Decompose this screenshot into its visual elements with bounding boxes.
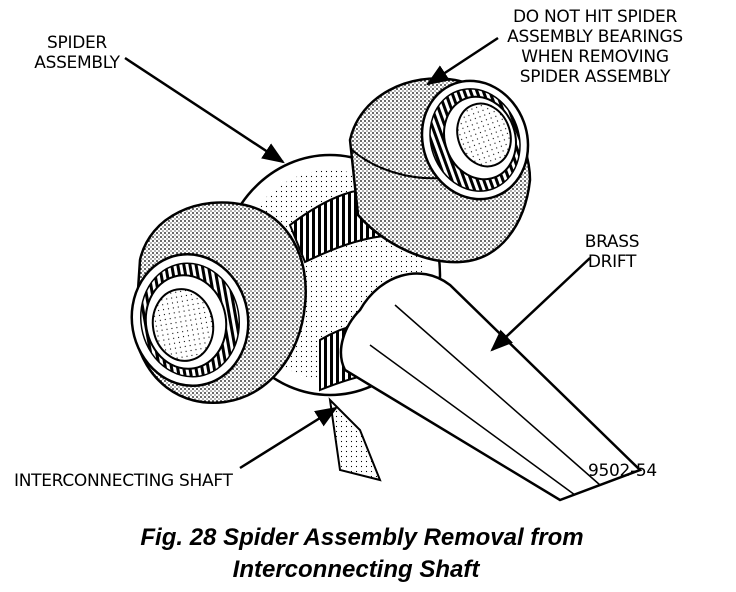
warning-leader [426, 36, 499, 86]
warning-label-line4: SPIDER ASSEMBLY [519, 67, 671, 87]
lower-bearing-cup [130, 201, 307, 405]
brass-drift-label-line2: DRIFT [587, 252, 637, 272]
warning-label-line1: DO NOT HIT SPIDER [513, 7, 677, 27]
figure-caption-line1: Fig. 28 Spider Assembly Removal from [140, 524, 584, 551]
spider-assembly-label-line2: ASSEMBLY [34, 53, 120, 73]
warning-label: DO NOT HIT SPIDER ASSEMBLY BEARINGS WHEN… [490, 7, 700, 87]
spider-assembly-label: SPIDER ASSEMBLY [22, 33, 132, 73]
part-number-label: 9502-54 [588, 461, 657, 481]
interconnecting-shaft-leader [239, 406, 338, 470]
upper-bearing-cup [348, 77, 532, 264]
interconnecting-shaft-label: INTERCONNECTING SHAFT [14, 471, 233, 491]
brass-drift-label-line1: BRASS [584, 232, 640, 252]
spider-assembly-label-line1: SPIDER [47, 33, 107, 53]
spider-assembly-leader [124, 56, 285, 164]
warning-label-line3: WHEN REMOVING [521, 47, 669, 67]
warning-label-line2: ASSEMBLY BEARINGS [507, 27, 683, 47]
figure-caption-line2: Interconnecting Shaft [232, 556, 480, 583]
leader-lines [124, 36, 591, 470]
interconnecting-shaft [328, 397, 382, 482]
brass-drift-label: BRASS DRIFT [572, 232, 652, 272]
brass-drift-leader [490, 257, 591, 352]
brass-drift-rod [339, 272, 643, 502]
